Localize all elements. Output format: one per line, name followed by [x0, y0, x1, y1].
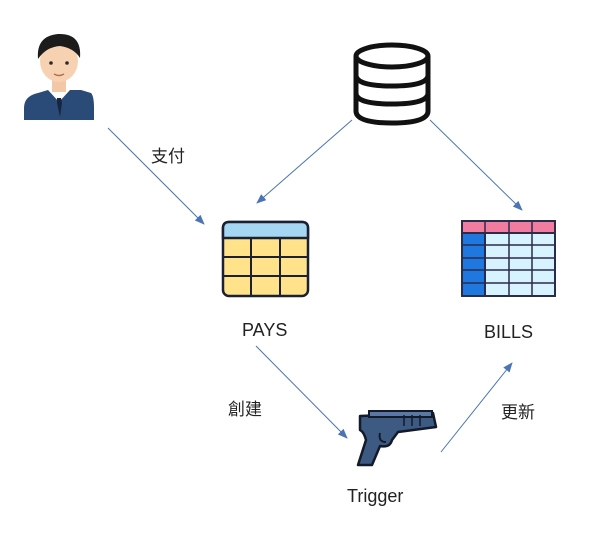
edge-trigger-to-bills	[440, 362, 513, 453]
bills-table-icon	[461, 220, 556, 297]
pistol-icon	[356, 410, 438, 467]
edge-label-pay: 支付	[151, 147, 185, 167]
bills-label: BILLS	[484, 322, 534, 342]
edge-label-update: 更新	[501, 403, 535, 423]
edge-db-to-pays	[256, 119, 353, 204]
edge-label-create: 創建	[228, 400, 262, 420]
user-icon	[24, 33, 94, 120]
edge-user-to-pays	[107, 127, 205, 225]
edge-pays-to-trigger	[255, 345, 348, 439]
edge-db-to-bills	[429, 119, 523, 211]
pays-table-icon	[221, 220, 310, 298]
trigger-label: Trigger	[347, 486, 404, 506]
database-icon	[353, 42, 431, 126]
pays-label: PAYS	[242, 320, 288, 340]
